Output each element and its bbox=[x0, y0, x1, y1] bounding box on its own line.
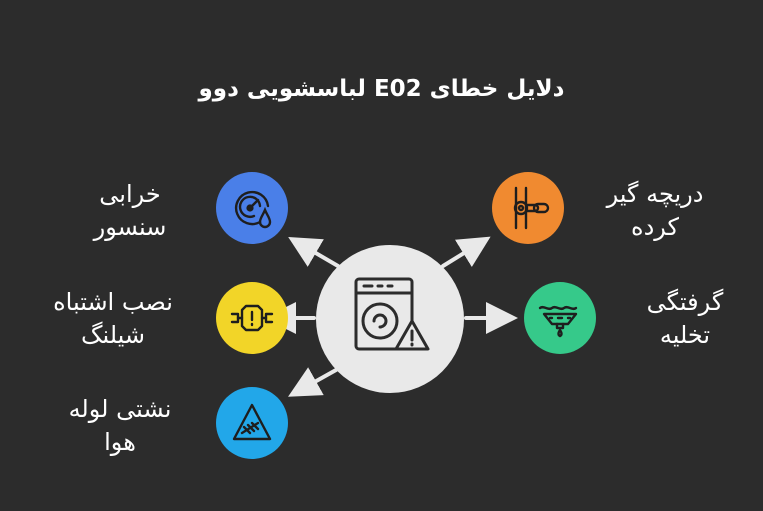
label-drain-line2: تخلیه bbox=[659, 321, 711, 349]
label-sensor: خرابی سنسور bbox=[70, 178, 190, 244]
label-valve-line1: دریچه گیر bbox=[606, 180, 704, 208]
diagram-title: دلایل خطای E02 لباسشویی دوو bbox=[198, 76, 565, 102]
label-valve: دریچه گیر کرده bbox=[570, 178, 740, 244]
hose-warning-icon bbox=[230, 304, 274, 332]
leak-triangle-icon bbox=[232, 403, 272, 441]
center-hub bbox=[316, 245, 464, 393]
node-drain bbox=[524, 282, 596, 354]
label-air-tube-line1: نشتی لوله bbox=[68, 395, 172, 423]
label-air-tube: نشتی لوله هوا bbox=[40, 393, 200, 459]
label-hose-install-line2: شیلنگ bbox=[80, 321, 146, 349]
label-air-tube-line2: هوا bbox=[104, 428, 136, 456]
label-drain-line1: گرفتگی bbox=[646, 288, 724, 316]
sensor-gauge-drop-icon bbox=[234, 190, 272, 229]
node-hose-install bbox=[216, 282, 288, 354]
label-valve-line2: کرده bbox=[631, 213, 679, 241]
node-valve bbox=[492, 172, 564, 244]
label-sensor-line1: خرابی bbox=[99, 180, 161, 208]
label-hose-install: نصب اشتباه شیلنگ bbox=[18, 286, 208, 352]
node-sensor bbox=[216, 172, 288, 244]
clogged-drain-icon bbox=[538, 305, 578, 338]
washing-machine-warning-icon bbox=[354, 277, 430, 351]
node-air-tube bbox=[216, 387, 288, 459]
arrow-to-air-tube bbox=[288, 367, 338, 397]
label-sensor-line2: سنسور bbox=[93, 213, 167, 241]
arrow-to-valve bbox=[441, 236, 491, 268]
label-hose-install-line1: نصب اشتباه bbox=[53, 288, 173, 316]
valve-handle-icon bbox=[513, 186, 550, 230]
label-drain: گرفتگی تخلیه bbox=[620, 286, 750, 352]
arrow-to-sensor bbox=[288, 236, 340, 268]
